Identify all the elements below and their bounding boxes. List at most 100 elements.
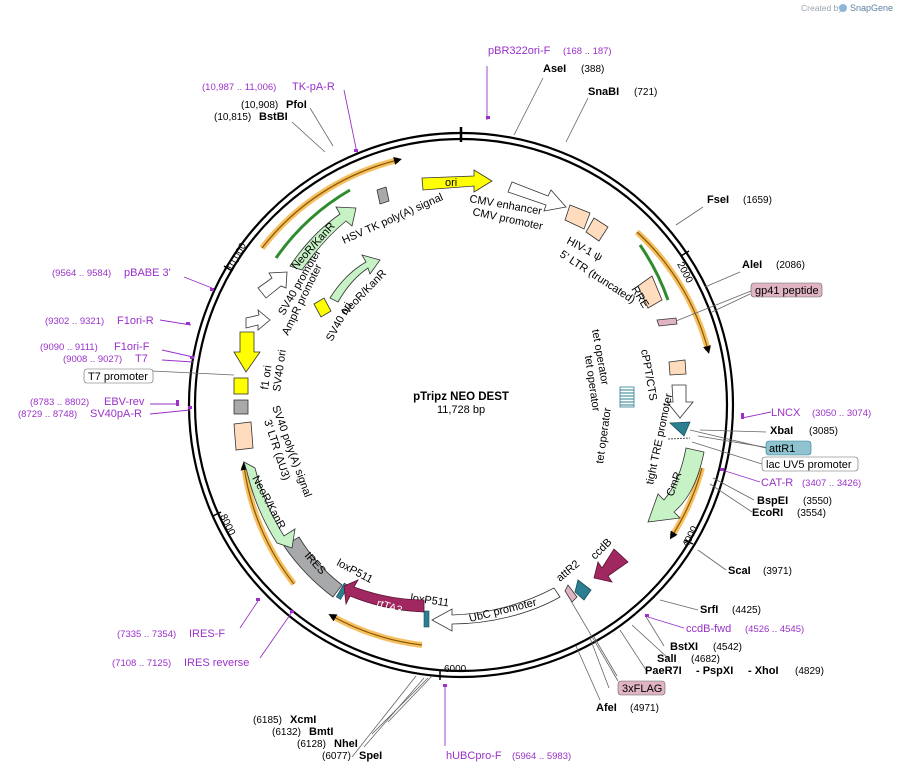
site-name[interactable]: SalI: [657, 653, 677, 665]
primer-name[interactable]: T7: [135, 353, 148, 365]
primer-name[interactable]: EBV-rev: [104, 396, 145, 408]
hsv-tk-polya-box[interactable]: [376, 186, 390, 205]
primer-name[interactable]: hUBCpro-F: [446, 750, 502, 762]
neor-kanr-arrow-outer[interactable]: [243, 461, 296, 549]
orf-arc-line: [636, 231, 711, 354]
boxed-feature-labels: gp41 peptide attR1 lac UV5 promoter 3xFL…: [83, 282, 859, 696]
primer-name[interactable]: CAT-R: [761, 477, 793, 489]
cmv-promoter-box[interactable]: [564, 204, 591, 230]
neor-kanr-arrow-inner[interactable]: [329, 254, 381, 303]
site-name[interactable]: BstXI: [670, 641, 698, 653]
attr1-label: attR1: [769, 443, 795, 455]
site-pos: (4425): [732, 605, 761, 616]
ltr3-box[interactable]: [233, 421, 254, 451]
site-pos: (4682): [691, 654, 720, 665]
primer-name[interactable]: IRES-F: [189, 628, 225, 640]
3xflag-box[interactable]: [617, 680, 666, 696]
site-pos: (6185): [253, 715, 282, 726]
cmv-enhancer-arrow[interactable]: [507, 181, 567, 212]
sv40-ori-box-left[interactable]: [233, 377, 249, 395]
primer-name[interactable]: F1ori-R: [117, 315, 154, 327]
attr2-feature[interactable]: [574, 579, 592, 601]
cppt-label: cPPT/CTS: [638, 348, 659, 401]
site-name[interactable]: FseI: [707, 194, 729, 206]
site-name[interactable]: SpeI: [359, 750, 382, 762]
site-name[interactable]: - PspXI: [696, 665, 733, 677]
tight-tre-arrow[interactable]: [666, 384, 694, 419]
site-name[interactable]: PaeR7I: [645, 665, 682, 677]
tick-marks: [212, 250, 694, 680]
site-pos: (10,815): [214, 112, 251, 123]
site-pos: (2086): [776, 260, 805, 271]
ori-arrow[interactable]: [421, 169, 493, 193]
primer-name[interactable]: ccdB-fwd: [686, 623, 731, 635]
loxp511-marker-1[interactable]: [423, 610, 430, 628]
orf-arc-line: [669, 467, 703, 540]
orf-arc-line: [328, 614, 423, 646]
primer-name[interactable]: IRES reverse: [184, 657, 249, 669]
attr1-box[interactable]: [765, 440, 812, 456]
site-name[interactable]: BspEI: [757, 495, 788, 507]
ampr-promoter-arrow[interactable]: [245, 308, 271, 331]
t7-promoter-box[interactable]: [83, 368, 154, 384]
site-name[interactable]: BstBI: [259, 111, 288, 123]
primer-name[interactable]: pBR322ori-F: [488, 45, 551, 57]
ires-box[interactable]: [283, 536, 343, 598]
hsv-tk-label: HSV TK poly(A) signal: [340, 191, 445, 246]
ccdb-arrow[interactable]: [593, 548, 629, 583]
primer-pos: (7108 .. 7125): [112, 658, 171, 669]
gp41-feature[interactable]: [656, 317, 678, 327]
sv40-promoter-arrow[interactable]: [257, 271, 288, 299]
site-name[interactable]: NheI: [334, 738, 358, 750]
sv40-polya-box[interactable]: [233, 399, 249, 415]
primer-pos: (10,987 .. 11,006): [202, 82, 276, 93]
tet-operator-stack[interactable]: [619, 386, 635, 408]
3xflag-label: 3xFLAG: [622, 683, 662, 695]
primer-name[interactable]: pBABE 3': [124, 267, 171, 279]
primer-pos: (3407 .. 3426): [802, 478, 861, 489]
3xflag-feature[interactable]: [564, 584, 578, 603]
ltr5-box[interactable]: [585, 217, 609, 242]
site-name[interactable]: SrfI: [700, 604, 718, 616]
f1-ori-arrow[interactable]: [233, 331, 261, 373]
site-name[interactable]: ScaI: [728, 565, 751, 577]
site-name[interactable]: PfoI: [286, 99, 307, 111]
ori-label: ori: [445, 177, 457, 189]
primer-name[interactable]: LNCX: [771, 407, 801, 419]
primer-name[interactable]: TK-pA-R: [292, 81, 335, 93]
leader-line: [689, 429, 767, 449]
site-name[interactable]: XcmI: [290, 714, 316, 726]
site-pos: (3971): [763, 566, 792, 577]
site-name[interactable]: EcoRI: [752, 507, 783, 519]
primer-name[interactable]: SV40pA-R: [90, 408, 142, 420]
tet-operator-label-3: tet operator: [594, 407, 614, 465]
orf-arc-line: [240, 462, 295, 585]
site-name[interactable]: AfeI: [596, 702, 617, 714]
site-name[interactable]: AseI: [543, 63, 566, 75]
rre-box[interactable]: [637, 275, 663, 309]
primer-arc-green: [274, 188, 351, 259]
gp41-box[interactable]: [750, 282, 823, 298]
site-name[interactable]: XbaI: [770, 425, 793, 437]
orf-arc-line: [261, 157, 402, 249]
site-name[interactable]: - XhoI: [748, 665, 779, 677]
site-name[interactable]: AleI: [742, 259, 762, 271]
sv40-ori-box-inner[interactable]: [313, 297, 332, 318]
primer-arc-green: [638, 244, 670, 301]
primer-name[interactable]: F1ori-F: [114, 341, 150, 353]
rtta3-arrow[interactable]: [343, 579, 425, 613]
primer-pos: (8729 .. 8748): [18, 409, 77, 420]
neor-kanr-arrow-top[interactable]: [289, 206, 357, 271]
lac-uv5-box[interactable]: [761, 456, 859, 472]
primer-leader-lines: [149, 66, 772, 746]
site-name[interactable]: SnaBI: [588, 86, 619, 98]
cppt-box[interactable]: [668, 359, 687, 376]
orf-arcs: [240, 157, 711, 648]
tick-mark: [680, 250, 690, 257]
f1-ori-label: f1 ori: [259, 365, 274, 391]
attr1-feature[interactable]: [669, 421, 691, 437]
site-name[interactable]: BmtI: [309, 726, 333, 738]
ubc-promoter-arrow[interactable]: [431, 587, 561, 632]
cmr-arrow[interactable]: [647, 447, 705, 523]
